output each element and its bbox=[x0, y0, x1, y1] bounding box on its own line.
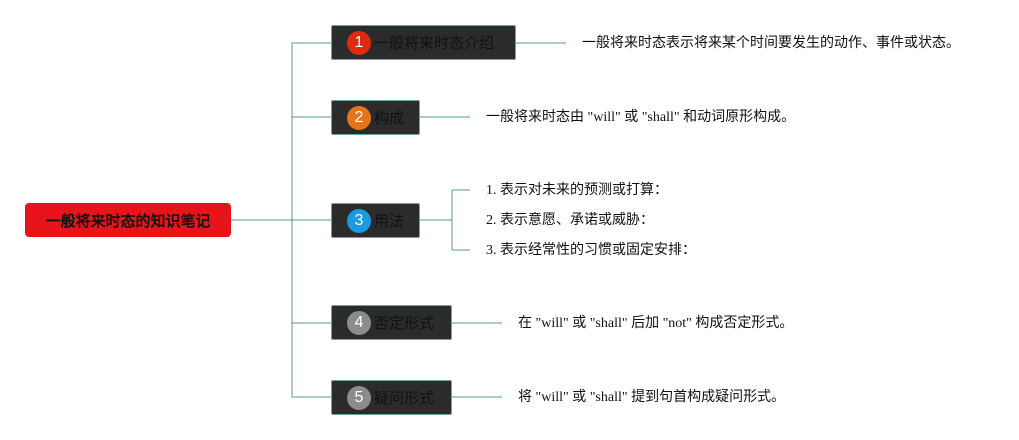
branch-label-4: 否定形式 bbox=[374, 314, 435, 332]
branch-node-1[interactable]: 1 一般将来时态介绍 bbox=[331, 25, 516, 60]
leaf-text-4-1: 在 "will" 或 "shall" 后加 "not" 构成否定形式。 bbox=[518, 316, 794, 331]
leaf-text-3-2: 2. 表示意愿、承诺或威胁： bbox=[486, 213, 654, 228]
number-badge-2: 2 bbox=[347, 105, 371, 130]
root-node[interactable]: 一般将来时态的知识笔记 bbox=[25, 203, 231, 237]
branch-label-1: 一般将来时态介绍 bbox=[374, 34, 495, 52]
branch-label-5: 疑问形式 bbox=[374, 389, 435, 407]
leaf-text-3-3: 3. 表示经常性的习惯或固定安排： bbox=[486, 243, 696, 258]
branch-label-3: 用法 bbox=[374, 212, 405, 230]
branch-node-3[interactable]: 3 用法 bbox=[331, 203, 420, 238]
leaf-text-5-1: 将 "will" 或 "shall" 提到句首构成疑问形式。 bbox=[518, 390, 786, 405]
number-badge-1: 1 bbox=[347, 30, 371, 55]
number-badge-4: 4 bbox=[347, 310, 371, 335]
number-badge-5: 5 bbox=[347, 385, 371, 410]
branch-label-2: 构成 bbox=[374, 109, 405, 127]
leaf-text-2-1: 一般将来时态由 "will" 或 "shall" 和动词原形构成。 bbox=[486, 110, 796, 125]
branch-node-4[interactable]: 4 否定形式 bbox=[331, 305, 452, 340]
number-badge-3: 3 bbox=[347, 208, 371, 233]
branch-node-5[interactable]: 5 疑问形式 bbox=[331, 380, 452, 415]
root-label: 一般将来时态的知识笔记 bbox=[45, 211, 211, 230]
leaf-text-3-1: 1. 表示对未来的预测或打算： bbox=[486, 183, 668, 198]
leaf-text-1-1: 一般将来时态表示将来某个时间要发生的动作、事件或状态。 bbox=[582, 36, 960, 51]
branch-node-2[interactable]: 2 构成 bbox=[331, 100, 420, 135]
